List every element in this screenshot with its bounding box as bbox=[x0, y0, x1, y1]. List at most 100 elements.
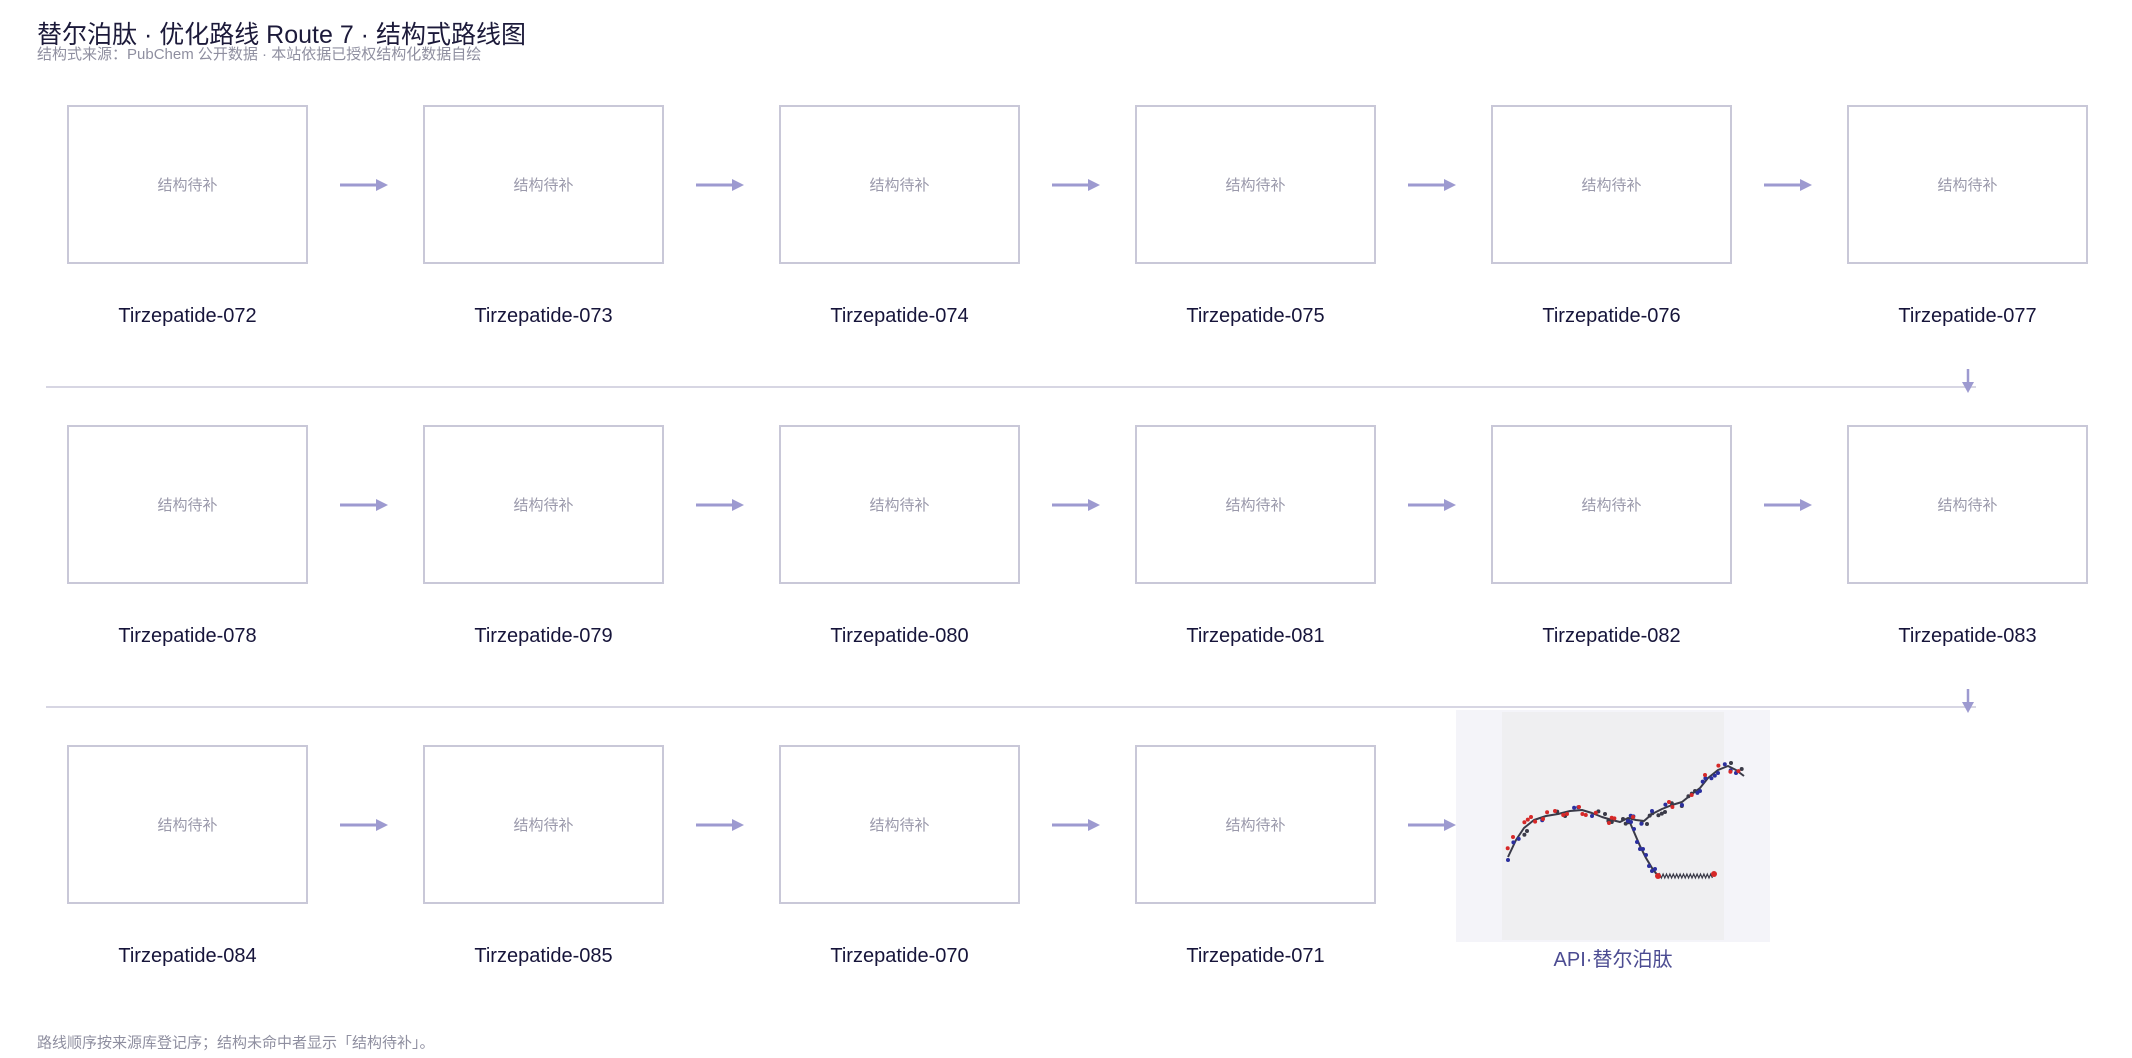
atom-marker bbox=[1545, 810, 1550, 815]
step-arrow bbox=[1052, 817, 1100, 833]
atom-marker bbox=[1511, 835, 1515, 839]
atom-marker bbox=[1689, 793, 1694, 797]
atom-marker bbox=[1698, 789, 1702, 793]
structure-placeholder-text: 结构待补 bbox=[1937, 497, 1998, 514]
footnote: 路线顺序按来源库登记序；结构未命中者显示「结构待补」。 bbox=[37, 1034, 435, 1052]
structure-placeholder-text: 结构待补 bbox=[513, 177, 574, 194]
intermediate-label: Tirzepatide-085 bbox=[474, 945, 613, 967]
atom-marker bbox=[1650, 869, 1654, 873]
fatty-acid-chain bbox=[1657, 872, 1713, 880]
intermediate-structure-box[interactable]: 结构待补 bbox=[67, 105, 308, 264]
structure-placeholder-text: 结构待补 bbox=[1581, 177, 1642, 194]
atom-marker bbox=[1580, 812, 1585, 816]
structure-placeholder-text: 结构待补 bbox=[513, 497, 574, 514]
atom-marker bbox=[1629, 820, 1633, 824]
atom-marker bbox=[1703, 773, 1707, 777]
page-subtitle: 结构式来源：PubChem 公开数据 · 本站依据已授权结构化数据自绘 bbox=[37, 46, 482, 63]
atom-marker bbox=[1565, 812, 1569, 816]
step-arrow bbox=[340, 817, 388, 833]
row-divider bbox=[46, 706, 1976, 708]
step-arrow bbox=[340, 177, 388, 193]
intermediate-structure-box[interactable]: 结构待补 bbox=[779, 425, 1020, 584]
atom-marker bbox=[1631, 815, 1635, 819]
step-arrow bbox=[696, 817, 744, 833]
atom-marker bbox=[1525, 829, 1529, 833]
intermediate-structure-box[interactable]: 结构待补 bbox=[1491, 105, 1732, 264]
intermediate-structure-box[interactable]: 结构待补 bbox=[423, 105, 664, 264]
peptide-backbone bbox=[1507, 765, 1745, 858]
step-arrow bbox=[696, 177, 744, 193]
atom-marker bbox=[1659, 811, 1664, 816]
step-arrow bbox=[696, 497, 744, 513]
intermediate-label: Tirzepatide-073 bbox=[474, 305, 613, 327]
atom-marker bbox=[1653, 867, 1657, 871]
row-divider bbox=[46, 386, 1976, 388]
intermediate-label: Tirzepatide-083 bbox=[1898, 625, 2037, 647]
atom-marker bbox=[1728, 769, 1733, 774]
intermediate-label: Tirzepatide-071 bbox=[1186, 945, 1325, 967]
atom-marker bbox=[1593, 810, 1598, 815]
atom-marker bbox=[1638, 847, 1642, 851]
atom-marker bbox=[1680, 803, 1684, 807]
atom-marker bbox=[1541, 817, 1545, 821]
step-arrow bbox=[1408, 817, 1456, 833]
atom-marker bbox=[1729, 761, 1733, 765]
atom-marker bbox=[1739, 767, 1744, 771]
intermediate-label: Tirzepatide-070 bbox=[830, 945, 969, 967]
intermediate-label: Tirzepatide-075 bbox=[1186, 305, 1325, 327]
intermediate-structure-box[interactable]: 结构待补 bbox=[423, 745, 664, 904]
structure-placeholder-text: 结构待补 bbox=[157, 817, 218, 834]
api-structure-box[interactable] bbox=[1456, 710, 1770, 942]
intermediate-structure-box[interactable]: 结构待补 bbox=[1135, 745, 1376, 904]
structure-placeholder-text: 结构待补 bbox=[1225, 817, 1286, 834]
intermediate-structure-box[interactable]: 结构待补 bbox=[779, 105, 1020, 264]
atom-marker bbox=[1572, 805, 1577, 810]
intermediate-label: Tirzepatide-084 bbox=[118, 945, 257, 967]
step-arrow bbox=[340, 497, 388, 513]
atom-marker bbox=[1644, 853, 1648, 857]
atom-marker bbox=[1522, 820, 1527, 825]
atom-marker bbox=[1577, 805, 1581, 809]
atom-marker bbox=[1533, 819, 1538, 824]
atom-marker bbox=[1667, 800, 1671, 804]
structure-placeholder-text: 结构待补 bbox=[157, 497, 218, 514]
intermediate-structure-box[interactable]: 结构待补 bbox=[779, 745, 1020, 904]
intermediate-label: Tirzepatide-078 bbox=[118, 625, 257, 647]
atom-marker bbox=[1700, 779, 1705, 784]
intermediate-structure-box[interactable]: 结构待补 bbox=[1847, 105, 2088, 264]
api-structure-image-area bbox=[1502, 712, 1724, 940]
structure-placeholder-text: 结构待补 bbox=[1937, 177, 1998, 194]
structure-placeholder-text: 结构待补 bbox=[869, 497, 930, 514]
intermediate-structure-box[interactable]: 结构待补 bbox=[67, 745, 308, 904]
atom-marker bbox=[1650, 809, 1654, 813]
atom-marker bbox=[1670, 805, 1675, 809]
intermediate-structure-box[interactable]: 结构待补 bbox=[1135, 105, 1376, 264]
atom-marker bbox=[1522, 832, 1527, 837]
atom-marker bbox=[1641, 847, 1645, 851]
atom-marker bbox=[1647, 813, 1652, 818]
step-arrow bbox=[1052, 497, 1100, 513]
intermediate-label: Tirzepatide-082 bbox=[1542, 625, 1681, 647]
intermediate-label: Tirzepatide-072 bbox=[118, 305, 257, 327]
intermediate-structure-box[interactable]: 结构待补 bbox=[67, 425, 308, 584]
terminal-group bbox=[1655, 873, 1661, 879]
row-continue-arrow bbox=[1960, 369, 1976, 393]
structure-placeholder-text: 结构待补 bbox=[1225, 177, 1286, 194]
atom-marker bbox=[1505, 846, 1510, 851]
structure-placeholder-text: 结构待补 bbox=[1225, 497, 1286, 514]
step-arrow bbox=[1408, 177, 1456, 193]
step-arrow bbox=[1764, 177, 1812, 193]
atom-marker bbox=[1506, 858, 1510, 862]
intermediate-structure-box[interactable]: 结构待补 bbox=[1491, 425, 1732, 584]
atom-marker bbox=[1639, 821, 1644, 826]
atom-marker bbox=[1663, 802, 1668, 807]
atom-marker bbox=[1712, 773, 1717, 778]
intermediate-structure-box[interactable]: 结构待补 bbox=[1135, 425, 1376, 584]
atom-marker bbox=[1583, 813, 1588, 817]
atom-marker bbox=[1656, 813, 1661, 818]
intermediate-structure-box[interactable]: 结构待补 bbox=[423, 425, 664, 584]
atom-marker bbox=[1716, 763, 1721, 768]
atom-marker bbox=[1607, 821, 1611, 825]
structure-placeholder-text: 结构待补 bbox=[869, 177, 930, 194]
intermediate-structure-box[interactable]: 结构待补 bbox=[1847, 425, 2088, 584]
